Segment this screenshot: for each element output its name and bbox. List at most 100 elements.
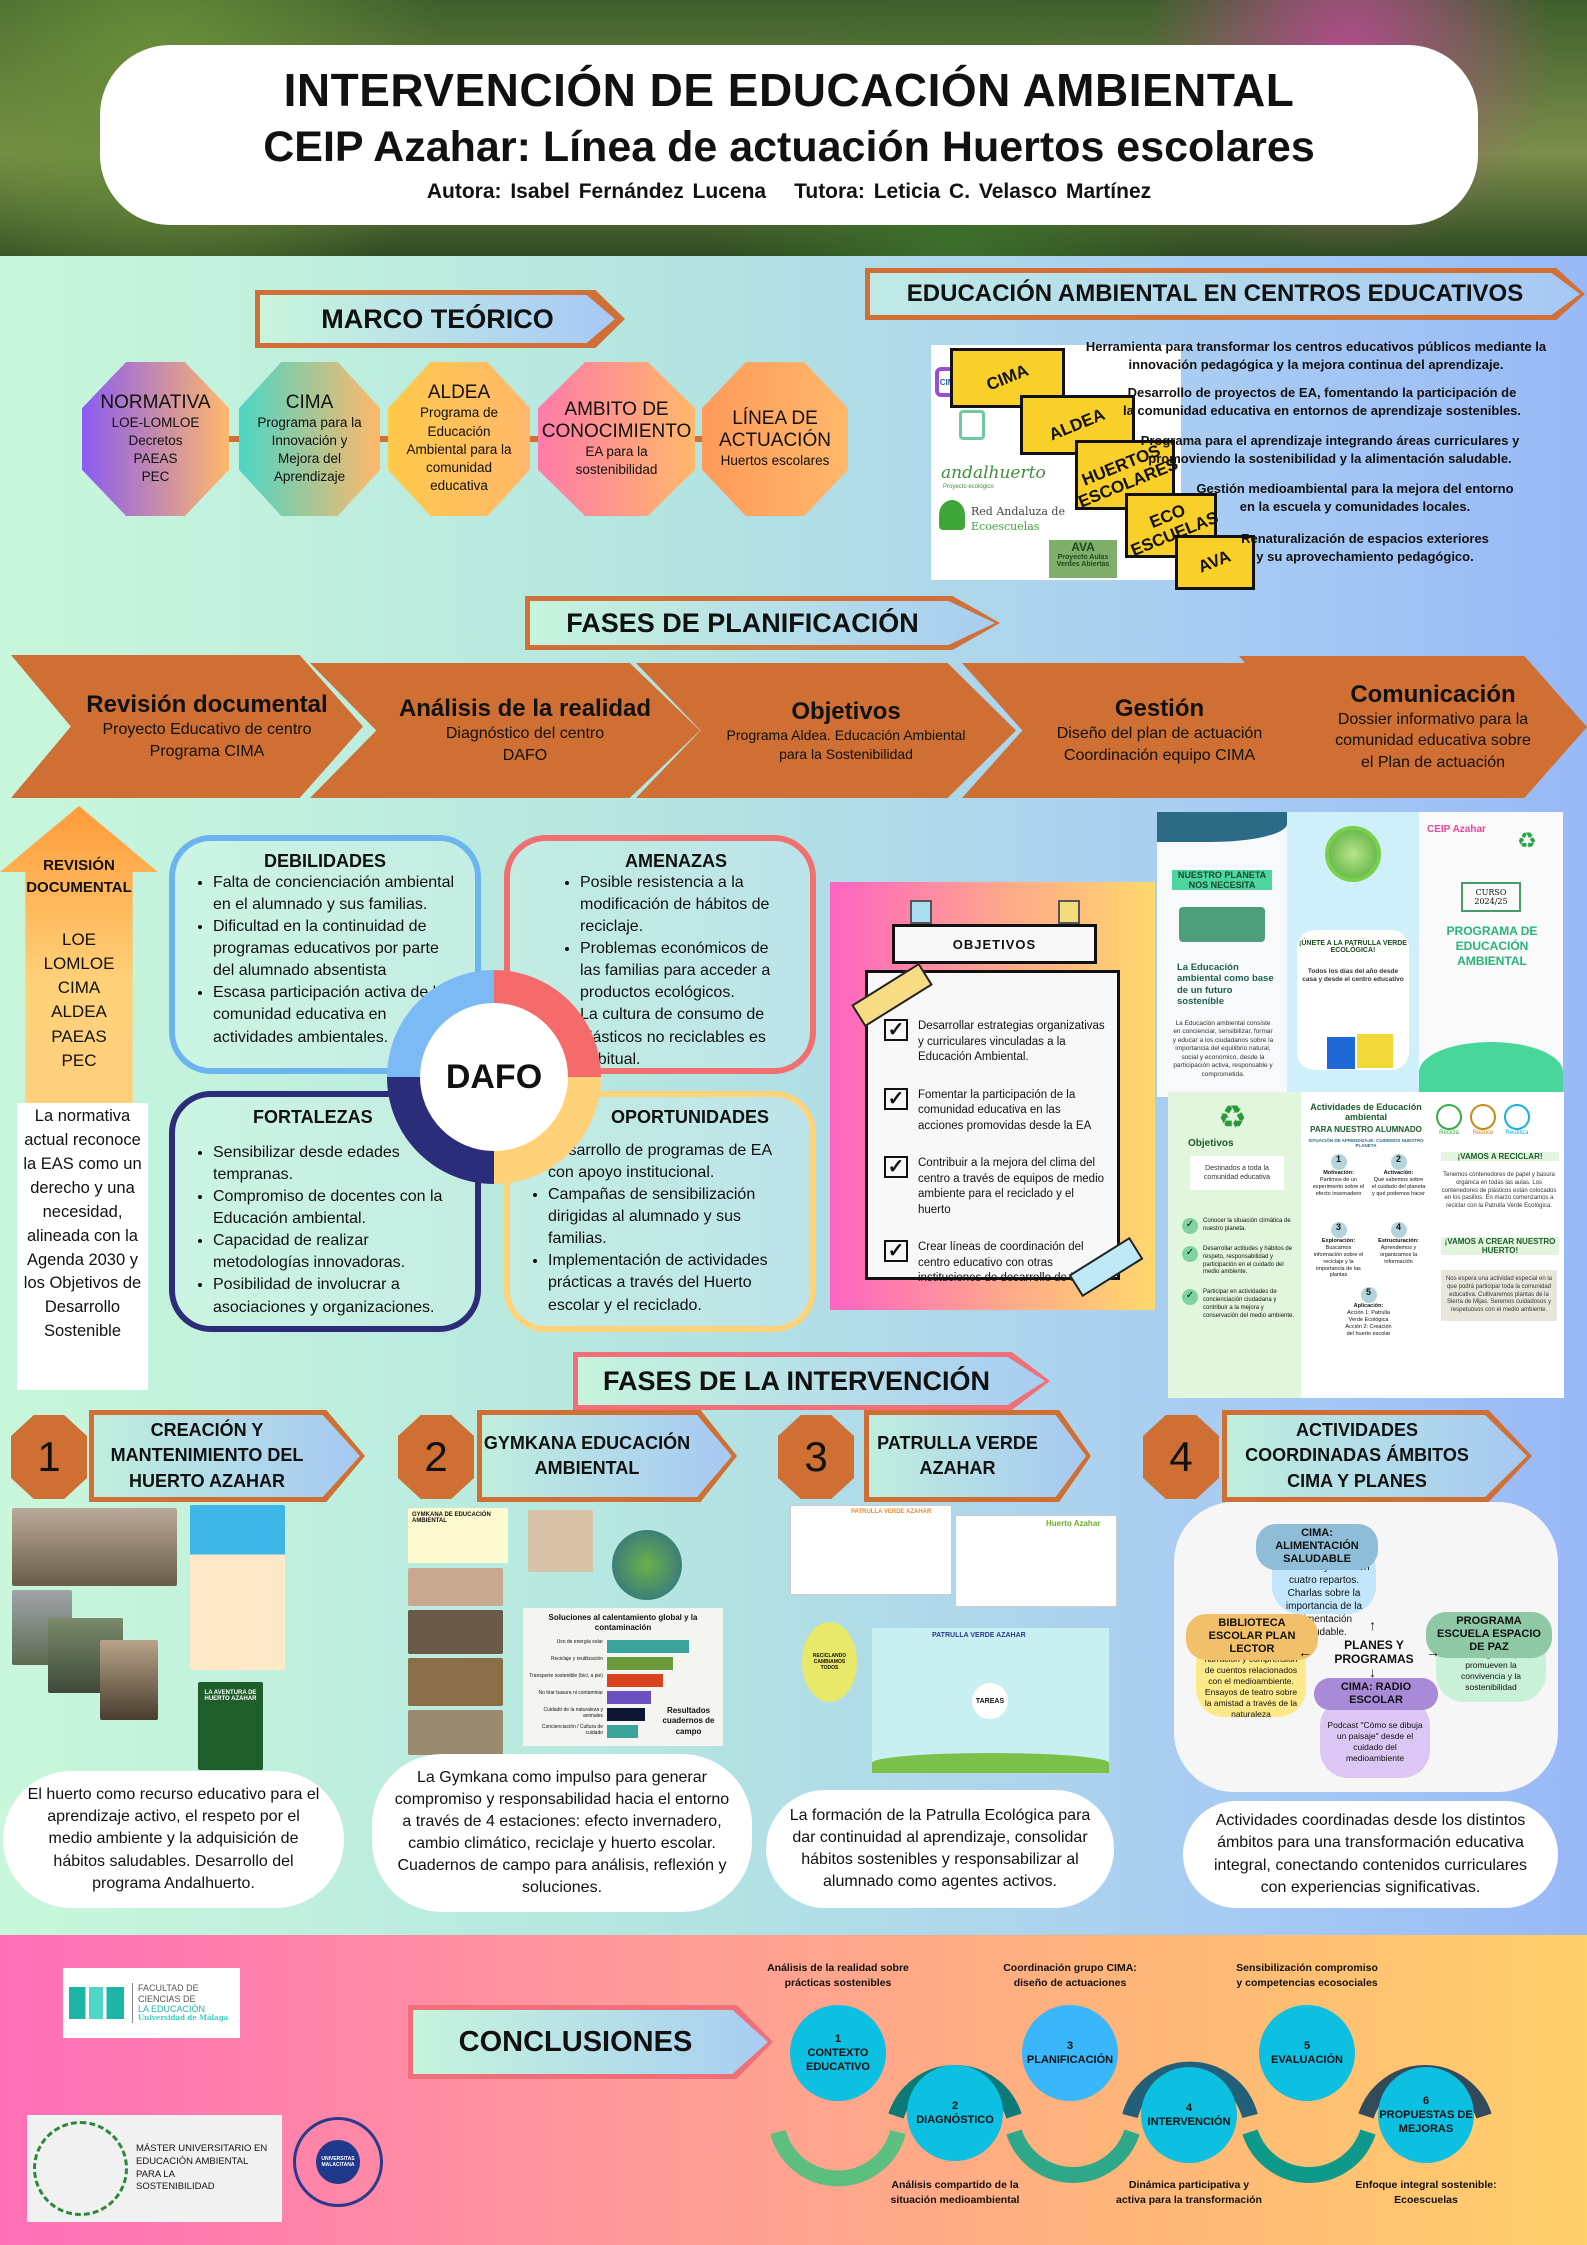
section-description: La Gymkana como impulso para generar com… <box>372 1754 752 1912</box>
checkbox-icon: ✓ <box>884 1087 908 1110</box>
dafo-item: La cultura de consumo de plásticos no re… <box>580 1004 792 1070</box>
check-icon: ✓ <box>1182 1246 1198 1262</box>
chart-label: Transporte sostenible (bici, a pie) <box>529 1673 603 1679</box>
chart-title: Soluciones al calentamiento global y la … <box>548 1613 698 1632</box>
arrow-right-icon: → <box>1426 1644 1440 1660</box>
marco-title: MARCO TEÓRICO <box>260 295 615 343</box>
objetivos-list: ✓Desarrollar estrategias organizativas y… <box>865 970 1120 1284</box>
gymkana-chart: Soluciones al calentamiento global y la … <box>523 1608 723 1746</box>
brochure-inside: ♻ Objetivos Destinados a toda la comunid… <box>1168 1092 1564 1398</box>
patrulla-sheet: PATRULLA VERDE AZAHAR <box>790 1505 952 1595</box>
chart-caption: Resultados cuadernos de campo <box>662 1706 715 1736</box>
kids-planting-illustration <box>1419 1042 1563 1097</box>
revision-item: PAEAS <box>51 1026 107 1046</box>
chart-bar <box>607 1725 639 1738</box>
globe-icon <box>1325 826 1381 882</box>
ea-banner: EDUCACIÓN AMBIENTAL EN CENTROS EDUCATIVO… <box>865 268 1585 320</box>
tutor: Tutora: Leticia C. Velasco Martínez <box>794 180 1152 203</box>
revision-title: REVISIÓN DOCUMENTAL <box>26 857 132 896</box>
conclusion-note: Enfoque integral sostenible: Ecoescuelas <box>1355 2179 1497 2207</box>
conclusion-note: Análisis compartido de la situación medi… <box>890 2179 1020 2207</box>
recycle-bin-icon <box>1327 1037 1355 1069</box>
planificacion-banner: FASES DE PLANIFICACIÓN <box>525 596 1000 650</box>
chart-label: Uso de energía solar <box>556 1639 603 1645</box>
dafo-item: Problemas económicos de las familias par… <box>580 938 792 1004</box>
arrow-left-icon: ← <box>1298 1644 1312 1660</box>
section-description: El huerto como recurso educativo para el… <box>3 1771 344 1908</box>
chart-label: Reciclaje y reutilización <box>551 1656 603 1662</box>
conclusiones-title: CONCLUSIONES <box>413 2010 768 2074</box>
gymkana-photo <box>408 1658 503 1706</box>
chart-bar <box>607 1691 652 1704</box>
aldea-logo <box>959 410 985 440</box>
section-banner: PATRULLA VERDE AZAHAR <box>864 1410 1091 1502</box>
revision-item: LOMLOE <box>43 954 115 974</box>
dafo-oportunidades: OPORTUNIDADESDesarrollo de programas de … <box>504 1091 816 1332</box>
stair-step: CIMA <box>950 348 1065 408</box>
title-box: INTERVENCIÓN DE EDUCACIÓN AMBIENTAL CEIP… <box>100 45 1478 225</box>
plan-biblioteca: BIBLIOTECA ESCOLAR PLAN LECTOR <box>1186 1614 1318 1660</box>
plan-radio: CIMA: RADIO ESCOLAR <box>1314 1678 1438 1711</box>
dafo-item: Capacidad de realizar metodologías innov… <box>213 1230 457 1274</box>
revision-item: ALDEA <box>51 1002 107 1022</box>
intervencion-title: FASES DE LA INTERVENCIÓN <box>578 1357 1045 1405</box>
gymkana-photo <box>408 1610 503 1654</box>
section-banner: GYMKANA EDUCACIÓN AMBIENTAL <box>477 1410 737 1502</box>
objective-item: ✓Desarrollar estrategias organizativas y… <box>884 1019 1107 1066</box>
checkbox-icon: ✓ <box>884 1156 908 1179</box>
dafo-item: Sensibilizar desde edades tempranas. <box>213 1142 457 1186</box>
dafo-item: Dificultad en la continuidad de programa… <box>213 916 457 982</box>
section-number: 2 <box>398 1415 474 1499</box>
conclusion-note: Análisis de la realidad sobre prácticas … <box>767 1962 909 1990</box>
gymkana-poster: GYMKANA DE EDUCACIÓN AMBIENTAL <box>408 1508 508 1563</box>
dafo-center: DAFO <box>420 1003 568 1151</box>
clip-icon <box>910 900 932 924</box>
section-number: 1 <box>11 1415 87 1499</box>
huerto-poster: LA AVENTURA DE HUERTO AZAHAR <box>198 1682 263 1770</box>
stair-step: AVA <box>1175 535 1255 590</box>
ea-description: Programa para el aprendizaje integrando … <box>1140 433 1520 466</box>
ea-title: EDUCACIÓN AMBIENTAL EN CENTROS EDUCATIVO… <box>870 273 1580 315</box>
checkbox-icon: ✓ <box>884 1240 908 1263</box>
reciclando-badge: RECICLANDO CAMBIAMOS TODOS <box>802 1622 857 1702</box>
revision-note: La normativa actual reconoce la EAS como… <box>17 1103 148 1390</box>
author: Autora: Isabel Fernández Lucena <box>426 180 767 203</box>
kids-illustration <box>612 1530 682 1600</box>
chart-bar <box>607 1708 645 1721</box>
patrulla-diagram: TAREAS PATRULLA VERDE AZAHAR <box>872 1628 1109 1773</box>
chart-label: Concienciación / Cultura de cuidado <box>541 1724 603 1736</box>
planes-panel: Programa de frutas, hortalizas y leche e… <box>1174 1502 1558 1792</box>
andalhuerto-guide <box>190 1505 285 1670</box>
objetivos-panel: OBJETIVOS ✓Desarrollar estrategias organ… <box>830 882 1155 1310</box>
recycle-icon: ♻ <box>1218 1099 1247 1135</box>
planes-center: PLANES Y PROGRAMAS <box>1334 1638 1414 1667</box>
gymkana-photo <box>408 1568 503 1606</box>
clip-icon <box>1058 900 1080 924</box>
conclusion-note: Sensibilización compromiso y competencia… <box>1236 1962 1378 1990</box>
section-banner: CREACIÓN Y MANTENIMIENTO DEL HUERTO AZAH… <box>89 1410 365 1502</box>
recycle-icon: ♻ <box>1517 828 1537 853</box>
checkbox-icon: ✓ <box>884 1019 908 1041</box>
title-line1: INTERVENCIÓN DE EDUCACIÓN AMBIENTAL <box>283 64 1295 116</box>
chart-bar <box>607 1674 663 1687</box>
garden-photo <box>100 1640 158 1720</box>
objetivos-title: OBJETIVOS <box>892 924 1097 964</box>
chart-bar <box>607 1640 689 1653</box>
dafo-item: Compromiso de docentes con la Educación … <box>213 1186 457 1230</box>
arrow-up-icon: ↑ <box>1369 1617 1376 1633</box>
star-emblem-icon <box>33 2121 128 2216</box>
